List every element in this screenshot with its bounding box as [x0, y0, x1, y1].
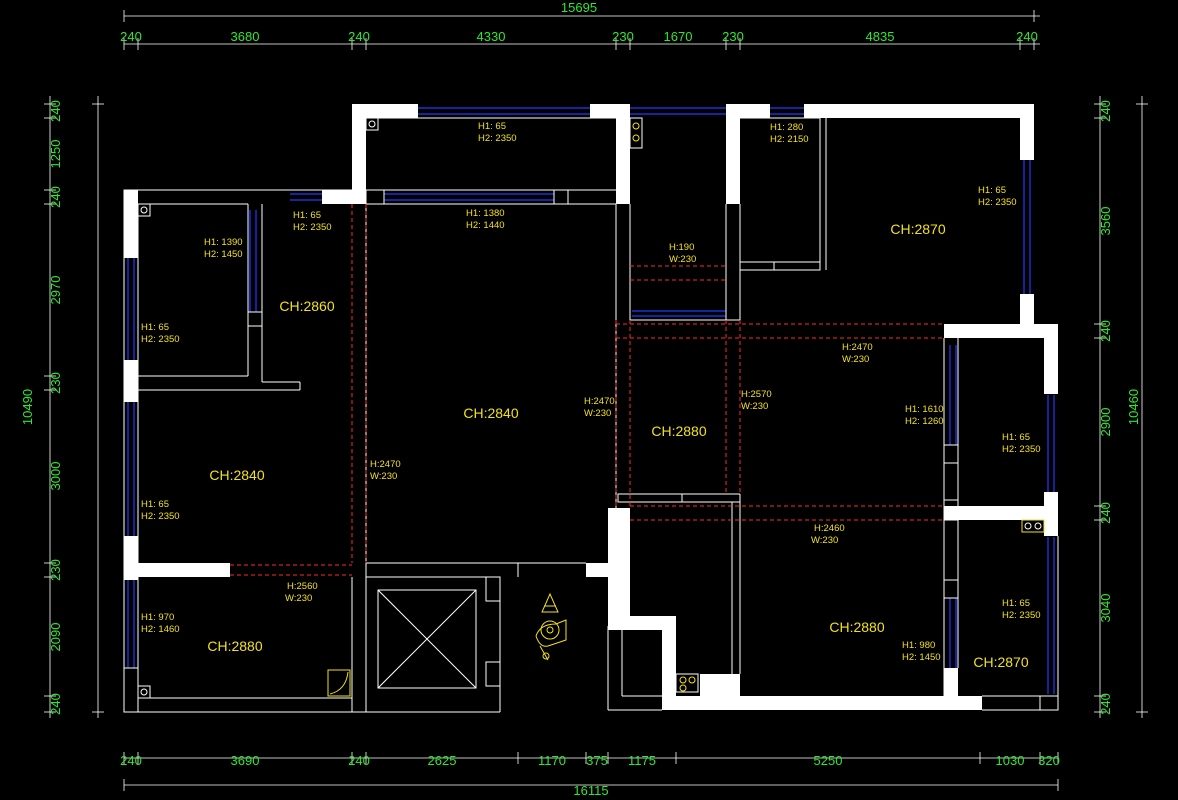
window-h2-label: H2: 2350: [1002, 610, 1041, 621]
window-h1-label: H1: 65: [141, 322, 169, 333]
ceiling-height-label: CH:2880: [829, 619, 884, 635]
dim-top-4: 4330: [477, 29, 506, 44]
window-h1-label: H1: 65: [1002, 598, 1030, 609]
dim-left-3: 240: [48, 186, 63, 208]
dim-bottom-6: 375: [586, 753, 608, 768]
dim-left-4: 2970: [48, 276, 63, 305]
window-h2-label: H2: 2350: [1002, 444, 1041, 455]
dim-bottom-3: 240: [348, 753, 370, 768]
dim-bottom-8: 5250: [814, 753, 843, 768]
beam-height-label: H:2470: [370, 459, 401, 470]
dim-top-8: 4835: [866, 29, 895, 44]
dim-right-7: 240: [1098, 693, 1113, 715]
dim-bottom-7: 1175: [628, 753, 656, 768]
fixtures: [137, 117, 1045, 699]
window-h2-label: H2: 1450: [902, 652, 941, 663]
window-h1-label: H1: 280: [770, 122, 803, 133]
dim-left-5: 230: [48, 372, 63, 394]
dim-top-6: 1670: [664, 29, 693, 44]
dim-top-5: 230: [612, 29, 634, 44]
dim-bottom-4: 2625: [428, 753, 457, 768]
windows: [127, 107, 1055, 694]
window-h2-label: H2: 2350: [141, 334, 180, 345]
beam-height-label: H:2470: [842, 342, 873, 353]
dim-bottom-2: 3690: [231, 753, 260, 768]
dim-bottom-1: 240: [120, 753, 142, 768]
dim-top-3: 240: [348, 29, 370, 44]
window-h2-label: H2: 2350: [978, 197, 1017, 208]
window-h1-label: H1: 65: [293, 210, 321, 221]
beam-height-label: H:2460: [814, 523, 845, 534]
dim-right-4: 2900: [1098, 408, 1113, 437]
beams: [230, 204, 944, 576]
dim-top-1: 240: [120, 29, 142, 44]
window-h1-label: H1: 65: [478, 121, 506, 132]
dim-left-7: 230: [48, 559, 63, 581]
window-h2-label: H2: 2350: [478, 133, 517, 144]
window-h1-label: H1: 980: [902, 640, 935, 651]
ceiling-height-label: CH:2880: [651, 423, 706, 439]
window-h1-label: H1: 65: [141, 499, 169, 510]
beam-height-label: H:2470: [584, 396, 615, 407]
dim-right-2: 3560: [1098, 207, 1113, 236]
beam-width-label: W:230: [584, 408, 611, 419]
window-h2-label: H2: 2350: [141, 511, 180, 522]
window-h1-label: H1: 65: [1002, 432, 1030, 443]
dim-top-7: 230: [722, 29, 744, 44]
beam-width-label: W:230: [285, 593, 312, 604]
window-h1-label: H1: 1380: [466, 208, 505, 219]
dim-top-total: 15695: [561, 0, 597, 15]
dim-bottom-5: 1170: [538, 753, 566, 768]
dim-bottom-9: 1030: [996, 753, 1025, 768]
elevator-shaft: [377, 589, 477, 689]
window-h2-label: H2: 1260: [905, 416, 944, 427]
window-h1-label: H1: 1390: [204, 237, 243, 248]
window-h2-label: H2: 1460: [141, 624, 180, 635]
window-h1-label: H1: 970: [141, 612, 174, 623]
ceiling-height-label: CH:2880: [207, 638, 262, 654]
dim-left-2: 1250: [48, 140, 63, 169]
dim-right-3: 240: [1098, 320, 1113, 342]
window-h2-label: H2: 1440: [466, 220, 505, 231]
dimension-lines: [44, 10, 1148, 791]
ceiling-height-label: CH:2840: [463, 405, 518, 421]
dim-right-total: 10460: [1126, 389, 1141, 425]
walls: [124, 104, 1058, 710]
window-h2-label: H2: 2350: [293, 222, 332, 233]
dim-right-6: 3040: [1098, 594, 1113, 623]
dim-bottom-10: 320: [1038, 753, 1060, 768]
window-h1-label: H1: 1610: [905, 404, 944, 415]
ceiling-height-label: CH:2840: [209, 467, 264, 483]
beam-width-label: W:230: [669, 254, 696, 265]
beam-height-label: H:2560: [287, 581, 318, 592]
dim-bottom-total: 16115: [573, 783, 608, 798]
window-h1-label: H1: 65: [978, 185, 1006, 196]
window-h2-label: H2: 2150: [770, 134, 809, 145]
ceiling-height-label: CH:2870: [973, 654, 1028, 670]
beam-height-label: H:190: [669, 242, 694, 253]
dim-left-9: 240: [48, 693, 63, 715]
dim-top-9: 240: [1016, 29, 1038, 44]
beam-width-label: W:230: [741, 401, 768, 412]
beam-width-label: W:230: [842, 354, 869, 365]
dim-right-5: 240: [1098, 502, 1113, 524]
dim-left-1: 240: [48, 100, 63, 122]
wall-outlines: [123, 117, 1059, 713]
beam-height-label: H:2570: [741, 389, 772, 400]
dim-left-8: 2090: [48, 623, 63, 652]
equipment-symbol: [535, 592, 567, 661]
dim-left-total: 10490: [20, 389, 35, 425]
ceiling-height-label: CH:2870: [890, 221, 945, 237]
beam-width-label: W:230: [811, 535, 838, 546]
ceiling-height-label: CH:2860: [279, 298, 334, 314]
dim-right-1: 240: [1098, 100, 1113, 122]
beam-width-label: W:230: [370, 471, 397, 482]
dim-top-2: 3680: [231, 29, 260, 44]
dim-left-6: 3000: [48, 462, 63, 491]
window-h2-label: H2: 1450: [204, 249, 243, 260]
